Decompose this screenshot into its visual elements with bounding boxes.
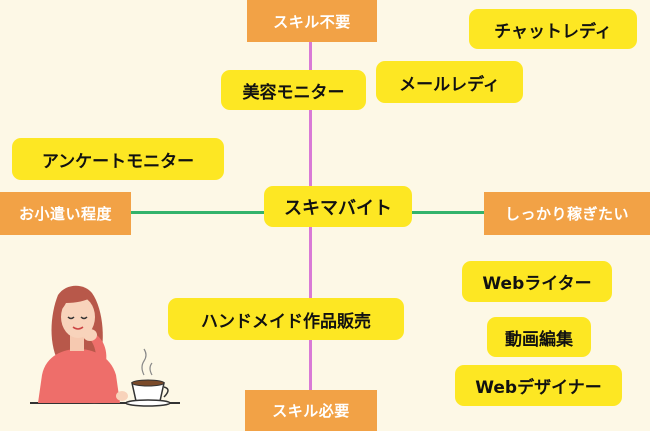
hair-front-shape	[60, 292, 92, 311]
axis-label-bottom: スキル必要	[245, 390, 377, 431]
woman-with-coffee-icon	[30, 285, 180, 407]
steam-shape	[141, 348, 147, 376]
eye-left-shape	[67, 316, 75, 320]
mouth-shape	[72, 326, 84, 330]
saucer-shape	[125, 399, 171, 407]
job-video-editing: 動画編集	[487, 317, 591, 357]
steam-shape-2	[149, 362, 153, 376]
job-web-writer: Webライター	[462, 261, 612, 302]
lower-arm-shape	[48, 387, 120, 404]
axis-label-left: お小遣い程度	[0, 192, 131, 235]
hand-cup-shape	[116, 391, 128, 401]
axis-label-top: スキル不要	[247, 0, 377, 42]
raised-arm-shape	[88, 333, 107, 371]
coffee-surface-shape	[131, 379, 165, 387]
job-web-designer: Webデザイナー	[455, 365, 622, 406]
axis-label-right: しっかり稼ぎたい	[484, 192, 650, 235]
job-mail-lady: メールレディ	[376, 61, 523, 103]
hand-chin-shape	[83, 329, 97, 341]
neck-shape	[70, 335, 84, 351]
job-sukima-baito: スキマバイト	[264, 186, 412, 227]
job-beauty-monitor: 美容モニター	[221, 70, 366, 110]
face-shape	[61, 296, 95, 338]
eye-right-shape	[80, 316, 88, 320]
job-chat-lady: チャットレディ	[469, 9, 637, 49]
job-handmade-sales: ハンドメイド作品販売	[168, 298, 404, 340]
cup-handle-shape	[163, 386, 169, 398]
job-survey-monitor: アンケートモニター	[12, 138, 224, 180]
